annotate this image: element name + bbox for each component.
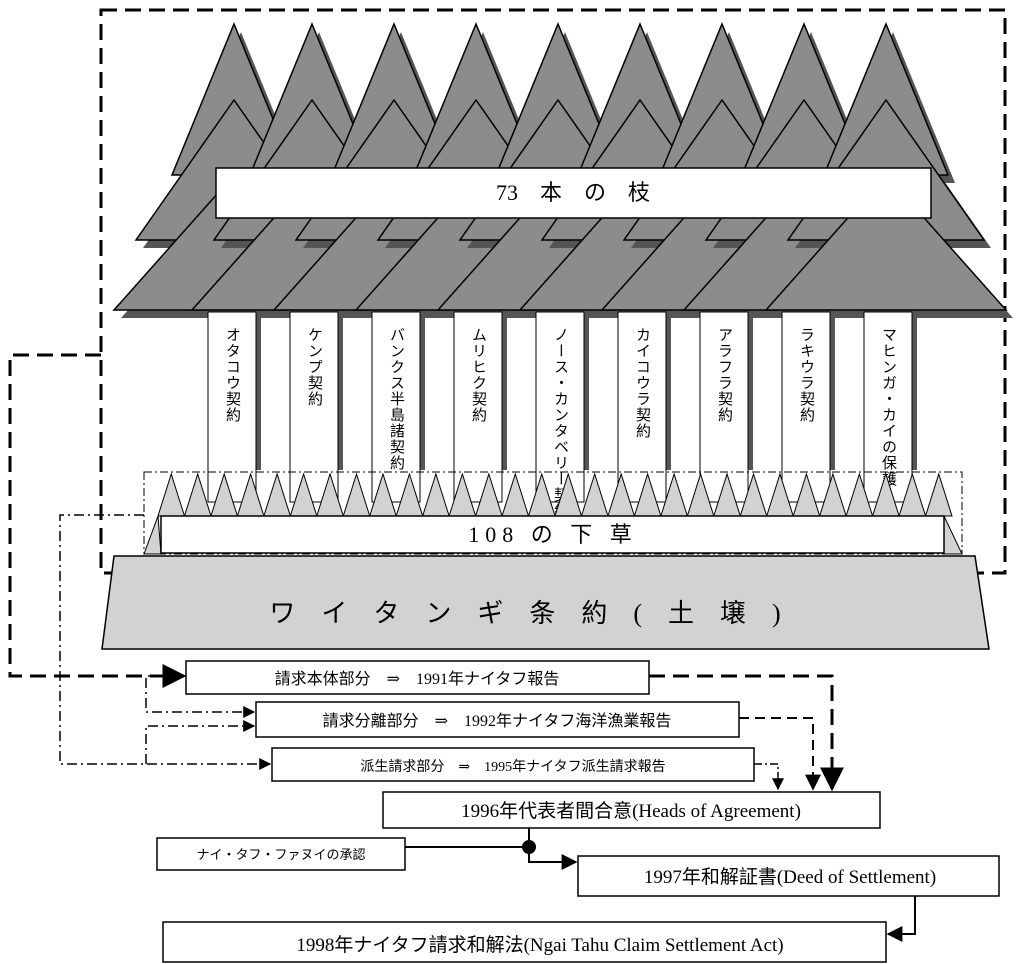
trunk-1: オタコウ契約	[208, 312, 261, 502]
trunk-6: カイコウラ契約	[618, 312, 671, 502]
trunk-label-3: バンクス半島諸契約	[388, 327, 405, 471]
grass-blade	[581, 474, 607, 516]
trunk-label-9: マヒンガ・カイの保護	[880, 327, 897, 487]
act-label: 1998年ナイタフ請求和解法(Ngai Tahu Claim Settlemen…	[296, 934, 783, 956]
approval-to-deed-connector	[405, 847, 576, 862]
grass-blade	[264, 474, 290, 516]
canopy-label-box: 73 本 の 枝	[216, 168, 931, 218]
approval-label: ナイ・タフ・ファヌイの承認	[196, 847, 365, 862]
grass-blade	[926, 474, 952, 516]
trunk-8: ラキウラ契約	[782, 312, 835, 502]
report-ancillary-box: 派生請求部分 ⇒ 1995年ナイタフ派生請求報告	[272, 748, 754, 781]
act-box: 1998年ナイタフ請求和解法(Ngai Tahu Claim Settlemen…	[163, 922, 886, 962]
grass-blade	[502, 474, 528, 516]
grass-blade	[423, 474, 449, 516]
trunk-label-8: ラキウラ契約	[798, 327, 815, 423]
agreement-box: 1996年代表者間合意(Heads of Agreement)	[383, 792, 880, 828]
deed-box: 1997年和解証書(Deed of Settlement)	[578, 856, 999, 896]
trunk-9: マヒンガ・カイの保護	[864, 312, 917, 502]
grass-blade	[158, 474, 184, 516]
soil-block: ワ イ タ ン ギ 条 約 ( 土 壌 )	[102, 556, 989, 649]
approval-box: ナイ・タフ・ファヌイの承認	[157, 838, 405, 870]
grass-blade	[343, 474, 369, 516]
report-severed-box: 請求分離部分 ⇒ 1992年ナイタフ海洋漁業報告	[256, 702, 739, 737]
soil-label: ワ イ タ ン ギ 条 約 ( 土 壌 )	[269, 599, 780, 628]
canopy-label: 73 本 の 枝	[496, 180, 650, 205]
deed-to-act-connector	[888, 896, 915, 934]
junction-dot	[522, 840, 536, 854]
trunk-label-2: ケンプ契約	[306, 327, 323, 407]
ancillary-to-agreement-connector	[754, 764, 778, 789]
trunk-7: アラフラ契約	[700, 312, 753, 502]
branch-to-severed-connector-b	[146, 726, 254, 764]
deed-label: 1997年和解証書(Deed of Settlement)	[644, 866, 936, 888]
trunk-label-7: アラフラ契約	[716, 327, 733, 423]
undergrowth-label-box: 108 の 下 草	[161, 516, 944, 553]
report-severed-label: 請求分離部分 ⇒ 1992年ナイタフ海洋漁業報告	[323, 712, 672, 730]
trunk-3: バンクス半島諸契約	[372, 312, 425, 502]
grass-blade	[184, 474, 210, 516]
undergrowth-label: 108 の 下 草	[468, 522, 638, 547]
agreement-label: 1996年代表者間合意(Heads of Agreement)	[461, 800, 801, 822]
trunk-2: ケンプ契約	[290, 312, 343, 502]
report-main-label: 請求本体部分 ⇒ 1991年ナイタフ報告	[275, 670, 560, 688]
report-ancillary-label: 派生請求部分 ⇒ 1995年ナイタフ派生請求報告	[360, 759, 665, 775]
trunk-label-4: ムリヒク契約	[470, 327, 487, 423]
trunk-label-1: オタコウ契約	[224, 327, 241, 423]
report-main-box: 請求本体部分 ⇒ 1991年ナイタフ報告	[186, 661, 649, 694]
trunk-4: ムリヒク契約	[454, 312, 507, 502]
trunk-label-6: カイコウラ契約	[634, 327, 651, 439]
